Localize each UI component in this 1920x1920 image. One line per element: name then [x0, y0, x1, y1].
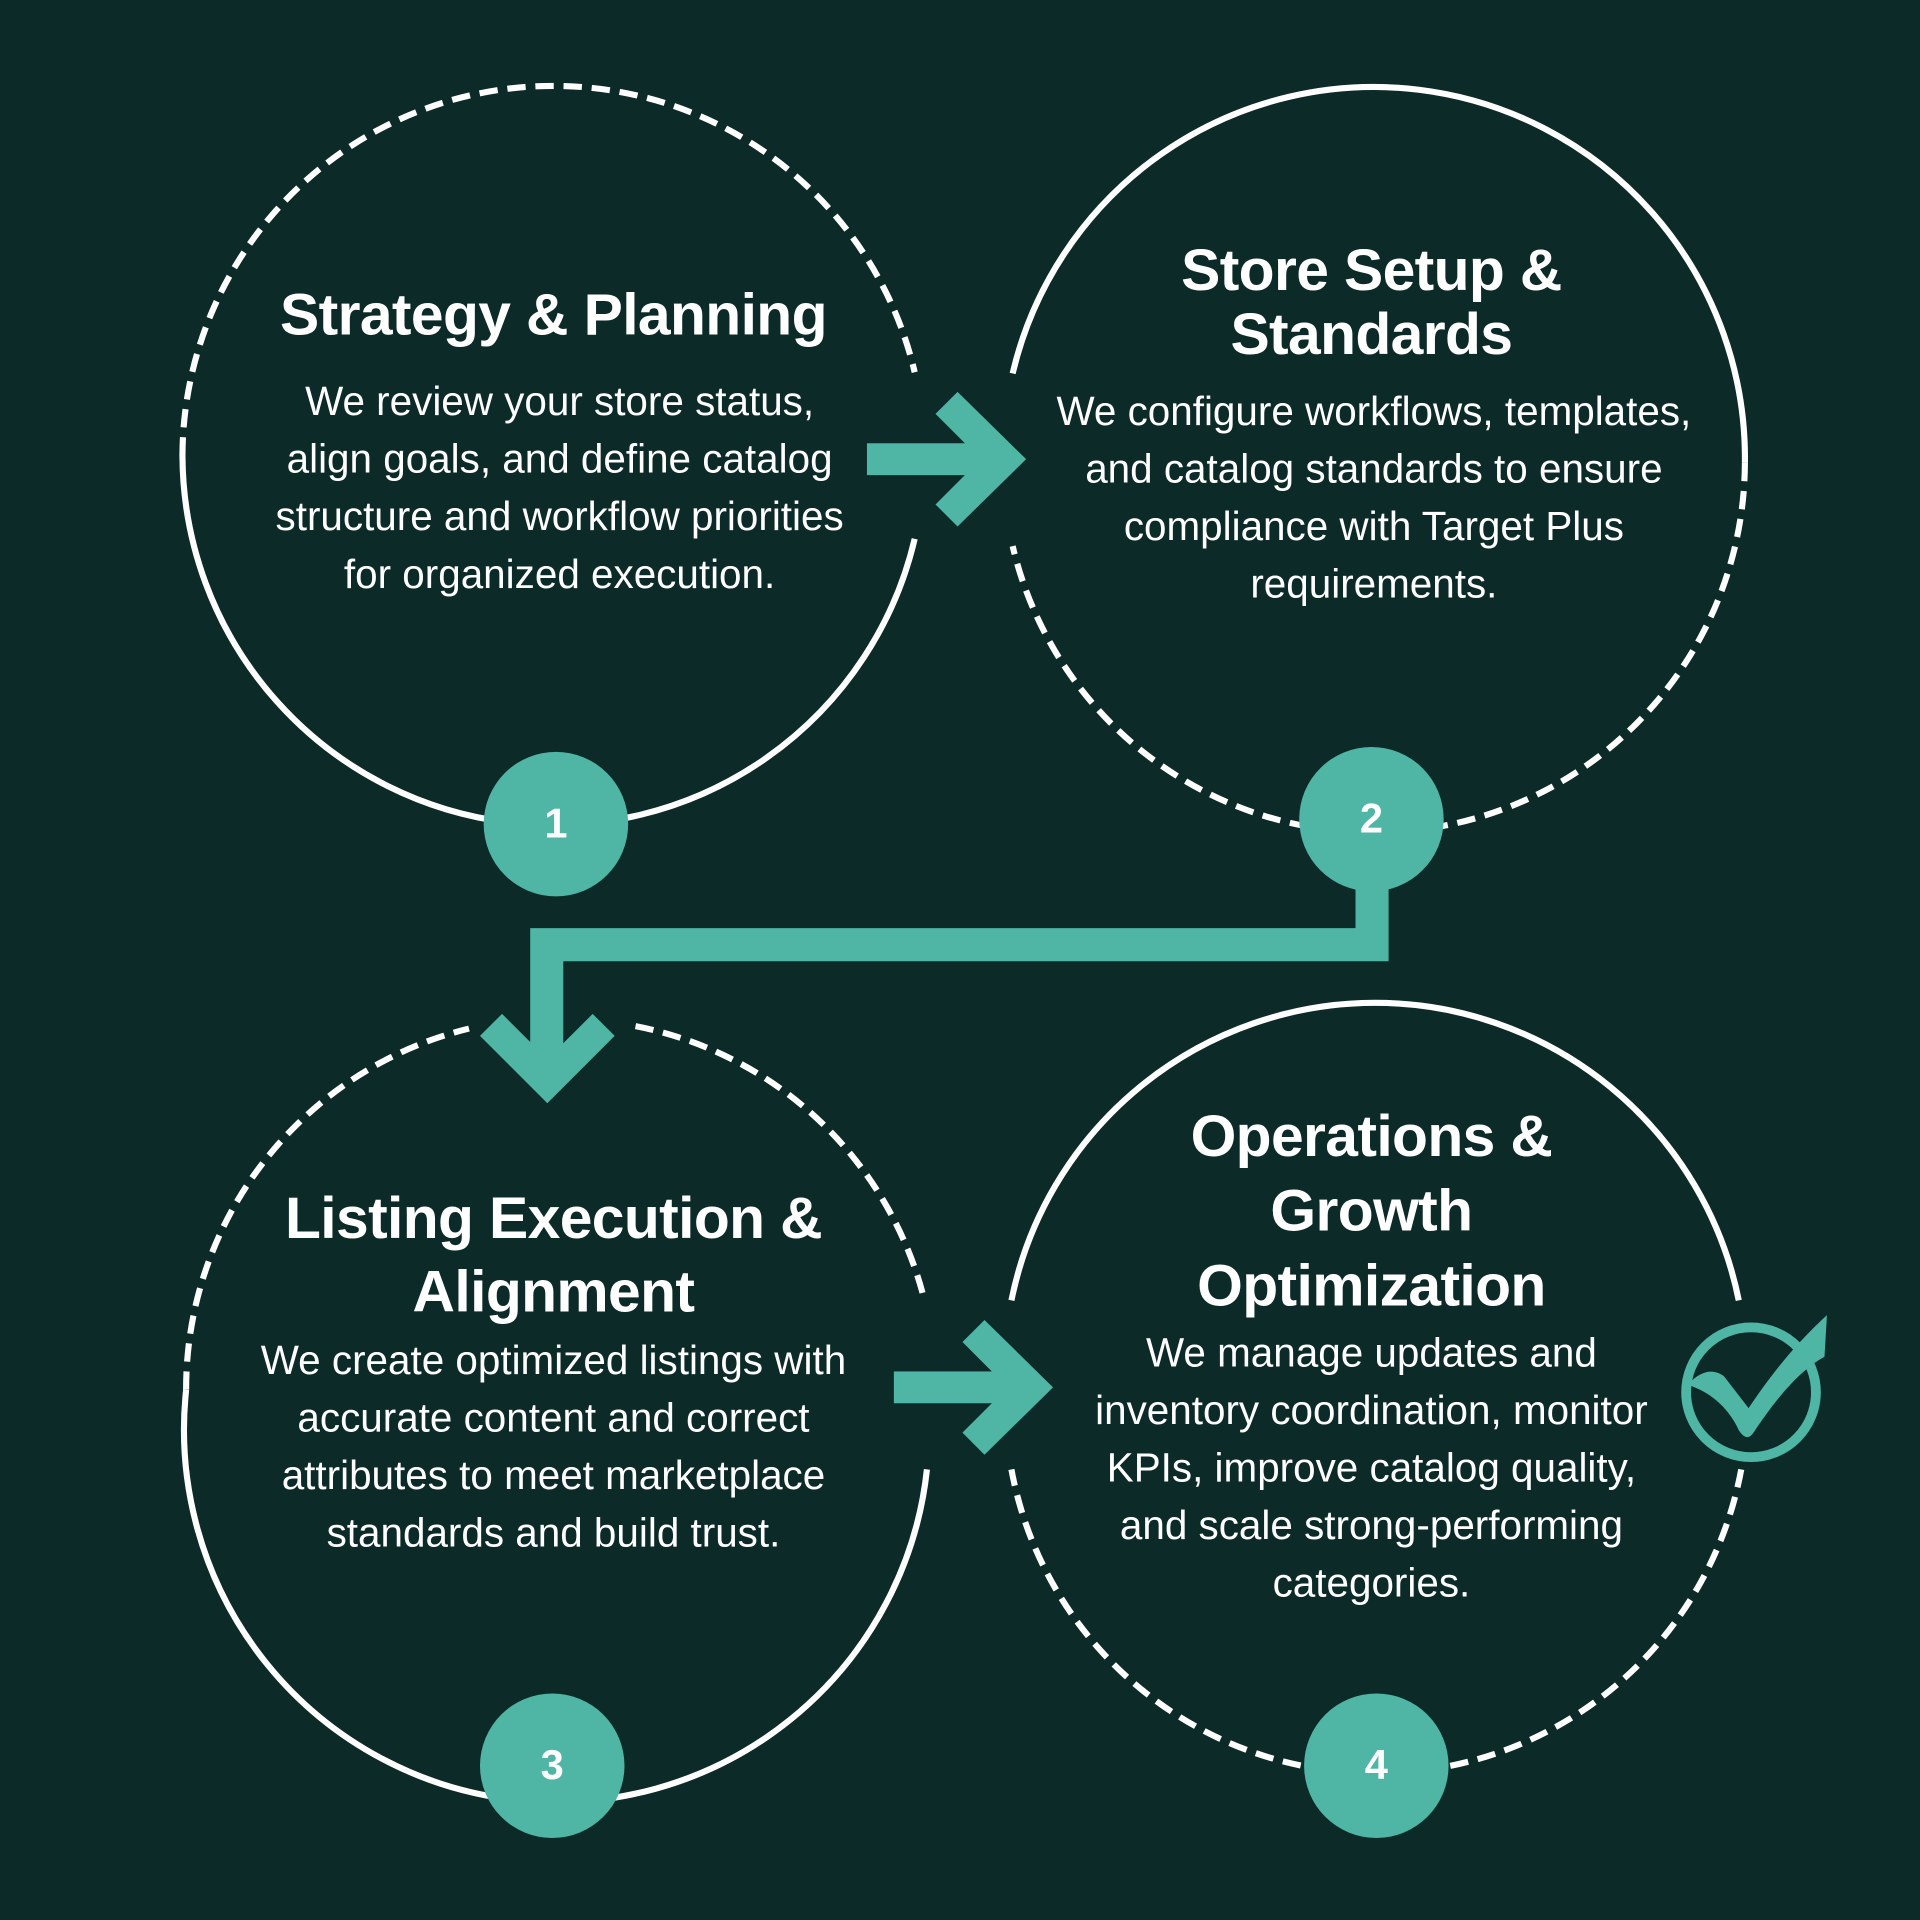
circle-3-dashed-arc-left [183, 1025, 470, 1390]
step-badge-3 [480, 1693, 625, 1838]
check-circle-icon [1681, 1315, 1827, 1463]
step-4-title: Operations & Growth Optimization [1190, 1104, 1553, 1319]
step-1-title: Strategy & Planning [280, 282, 827, 348]
step-number-1: 1 [544, 800, 568, 848]
circle-4-solid-arc [1008, 999, 1742, 1302]
connector-arrow-icon-2-to-3 [480, 881, 1389, 1104]
step-number-3: 3 [540, 1742, 564, 1789]
circle-3-dashed-arc-right [634, 1023, 928, 1302]
step-badge-2 [1299, 746, 1444, 892]
step-badge-4 [1304, 1693, 1449, 1838]
step-3-description: We create optimized listings with accura… [260, 1337, 847, 1556]
circle-2-solid-arc [1009, 83, 1748, 463]
arrow-icon-1-to-2 [866, 391, 1027, 527]
step-4-description: We manage updates and inventory coordina… [1095, 1329, 1648, 1606]
step-number-2: 2 [1359, 795, 1384, 843]
step-1-description: We review your store status, align goals… [275, 378, 844, 597]
step-badge-1 [483, 751, 629, 897]
step-3-title: Listing Execution & Alignment [284, 1186, 823, 1325]
circle-1-dashed-arc [179, 82, 918, 456]
step-2-description: We configure workflows, templates, and c… [1056, 388, 1692, 607]
arrow-icon-3-to-4 [893, 1320, 1054, 1455]
step-2-title: Store Setup & Standards [1181, 238, 1562, 368]
step-number-4: 4 [1364, 1742, 1388, 1789]
